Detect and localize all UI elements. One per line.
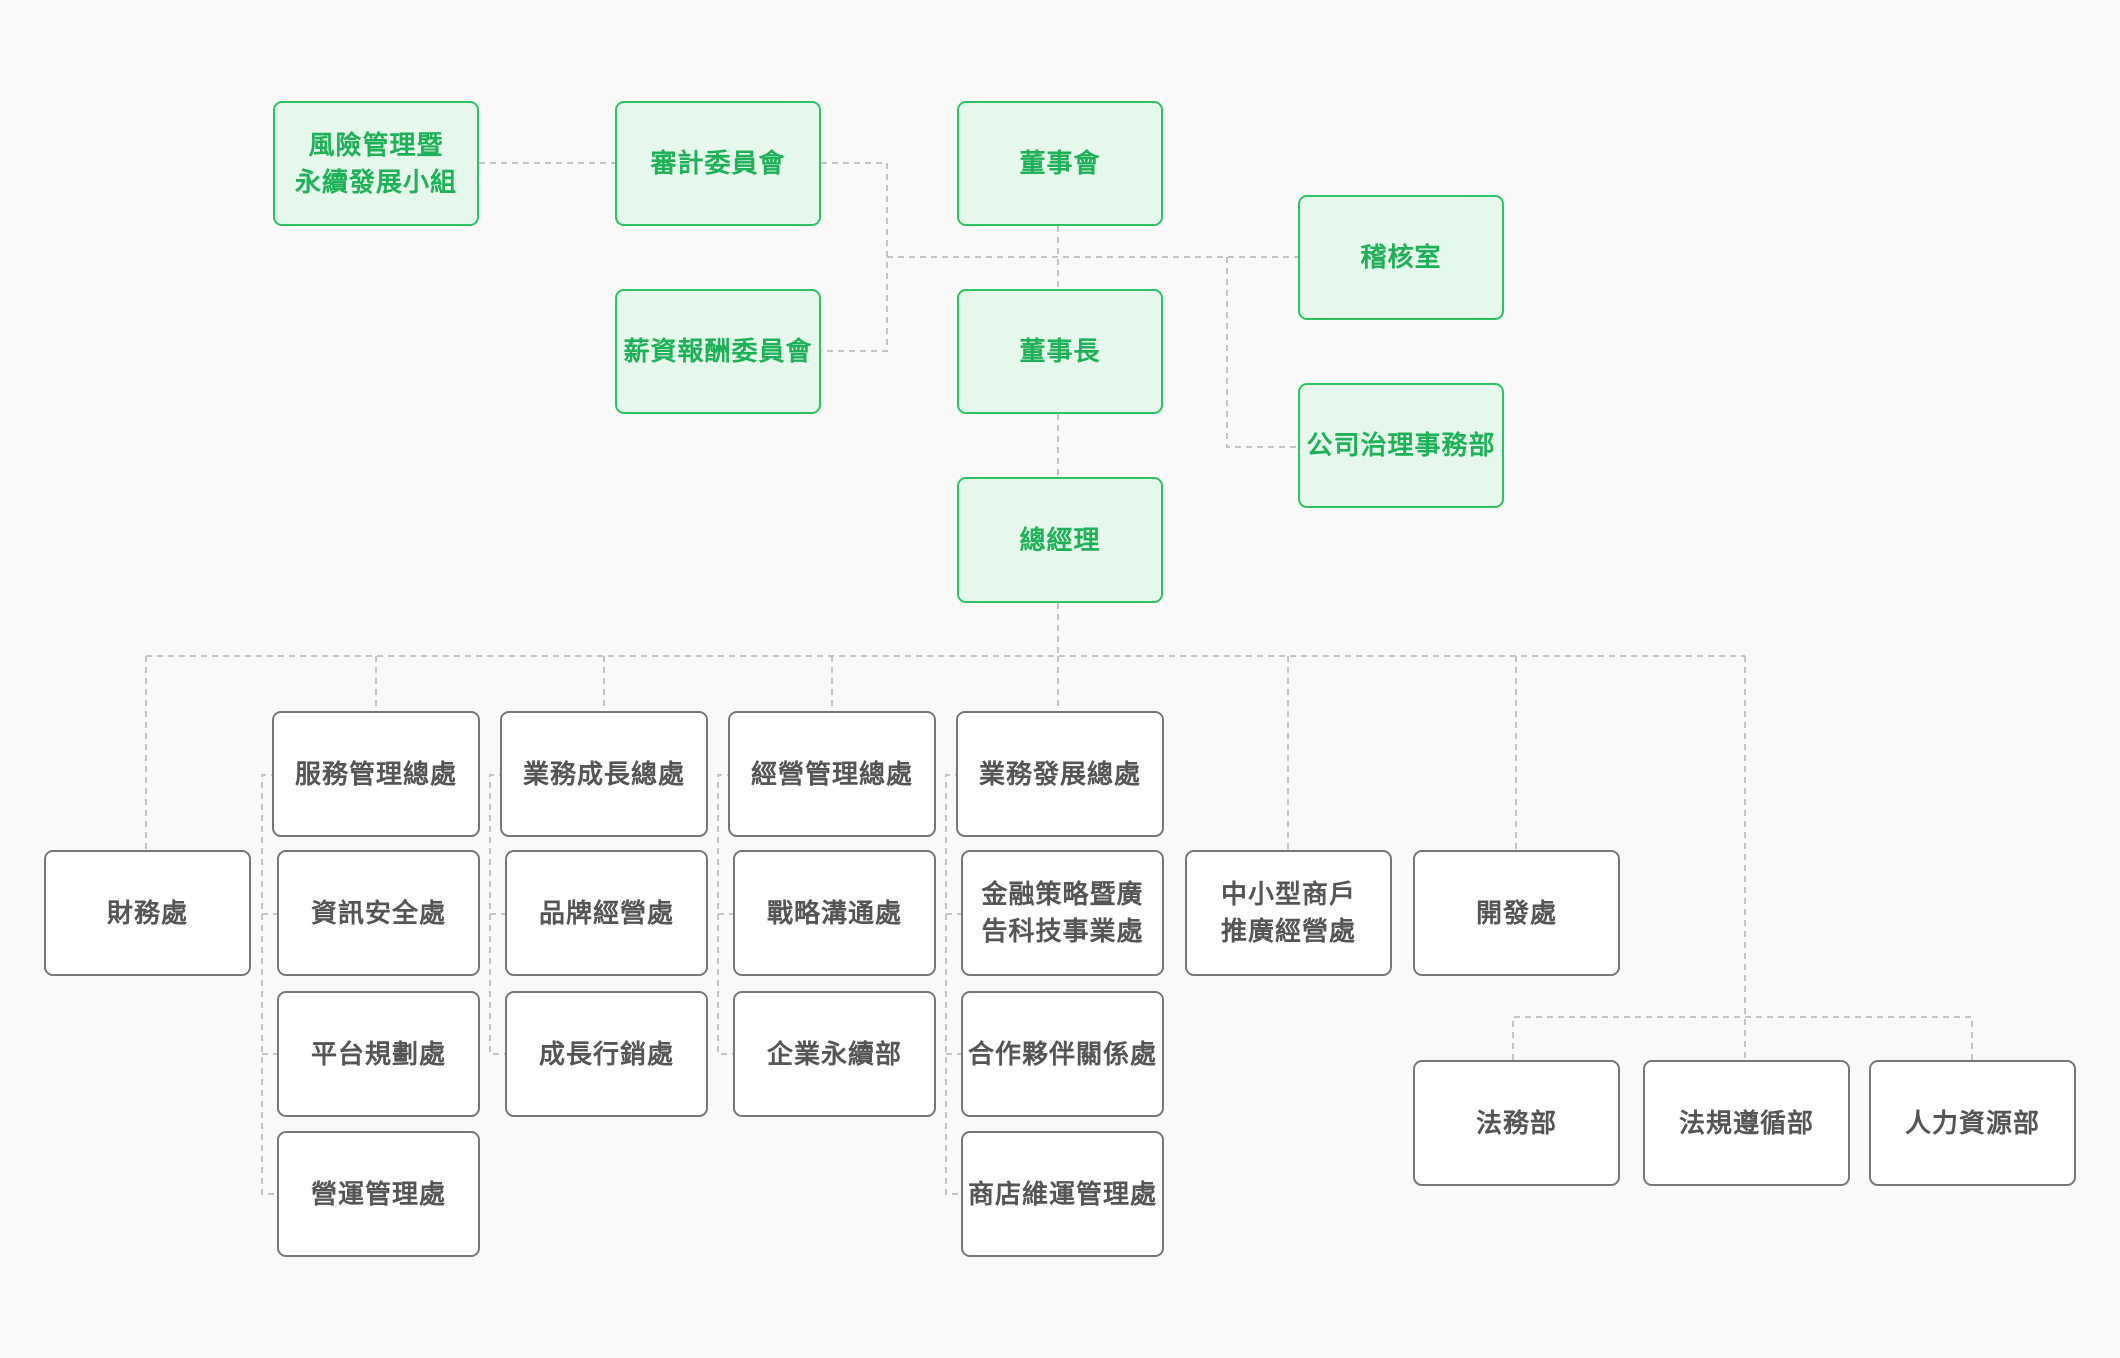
sme-promotion-division: 中小型商戶 推廣經營處 xyxy=(1185,850,1392,976)
compensation-committee: 薪資報酬委員會 xyxy=(615,289,821,414)
chairman: 董事長 xyxy=(957,289,1163,414)
development-division: 開發處 xyxy=(1413,850,1620,976)
partner-relations-division: 合作夥伴關係處 xyxy=(961,991,1164,1117)
merchant-operations-division: 商店維運管理處 xyxy=(961,1131,1164,1257)
compliance-dept: 法規遵循部 xyxy=(1643,1060,1850,1186)
audit-office: 稽核室 xyxy=(1298,195,1504,320)
human-resources-dept: 人力資源部 xyxy=(1869,1060,2076,1186)
legal-dept: 法務部 xyxy=(1413,1060,1620,1186)
business-growth-hq: 業務成長總處 xyxy=(500,711,708,837)
board-of-directors: 董事會 xyxy=(957,101,1163,226)
risk-sustainability-group: 風險管理暨 永續發展小組 xyxy=(273,101,479,226)
fintech-adtech-division: 金融策略暨廣 告科技事業處 xyxy=(961,850,1164,976)
corporate-governance-dept: 公司治理事務部 xyxy=(1298,383,1504,508)
operations-management-hq: 經營管理總處 xyxy=(728,711,936,837)
finance-division: 財務處 xyxy=(44,850,251,976)
brand-management-division: 品牌經營處 xyxy=(505,850,708,976)
corporate-sustainability-dept: 企業永續部 xyxy=(733,991,936,1117)
strategic-communications-division: 戰略溝通處 xyxy=(733,850,936,976)
growth-marketing-division: 成長行銷處 xyxy=(505,991,708,1117)
info-security-division: 資訊安全處 xyxy=(277,850,480,976)
audit-committee: 審計委員會 xyxy=(615,101,821,226)
operations-management-division: 營運管理處 xyxy=(277,1131,480,1257)
president: 總經理 xyxy=(957,477,1163,603)
business-development-hq: 業務發展總處 xyxy=(956,711,1164,837)
service-management-hq: 服務管理總處 xyxy=(272,711,480,837)
platform-planning-division: 平台規劃處 xyxy=(277,991,480,1117)
